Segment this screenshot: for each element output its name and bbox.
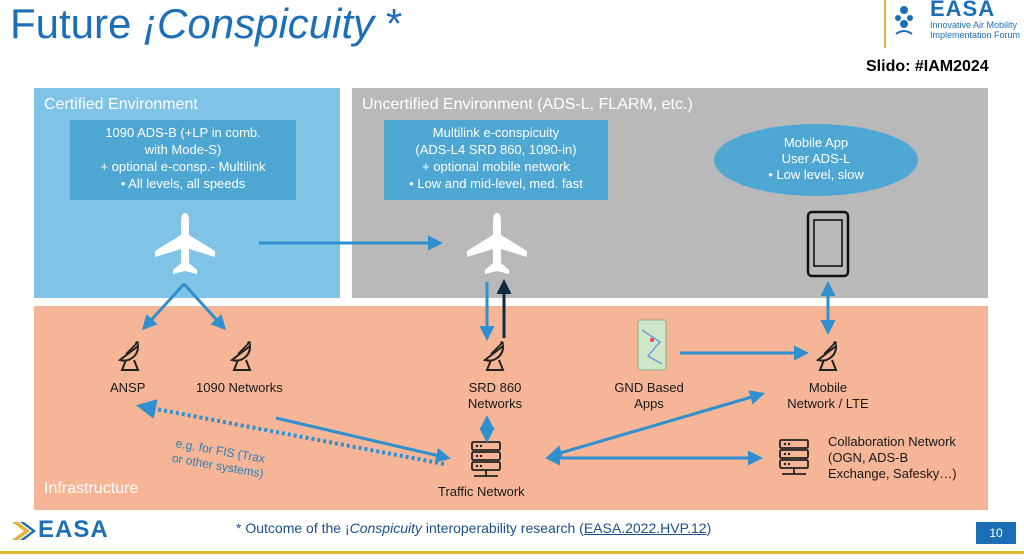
page-number: 10 <box>976 522 1016 544</box>
arrow-plane-to-ansp <box>141 282 186 331</box>
uncertified-info-line: • Low and mid-level, med. fast <box>409 176 583 191</box>
certified-info-line: with Mode-S) <box>144 142 222 157</box>
mobile-network-label-line: Network / LTE <box>787 396 869 411</box>
airplane-uncertified-icon <box>467 213 527 274</box>
map-app-icon <box>637 319 667 371</box>
gnd-apps-label: GND Based Apps <box>608 380 690 412</box>
mobile-app-ellipse: Mobile App User ADS-L • Low level, slow <box>714 124 918 196</box>
mobile-dish-icon <box>817 340 838 371</box>
mobile-network-label-line: Mobile <box>808 380 848 395</box>
easa-seal-icon <box>895 6 913 35</box>
traffic-network-server-icon <box>471 441 501 477</box>
footnote-middle: interoperability research ( <box>421 520 584 536</box>
collab-label-line: Collaboration Network <box>828 434 956 449</box>
footer-easa-logo: EASA <box>10 516 120 546</box>
net1090-dish-icon <box>231 340 252 371</box>
uncertified-info-box: Multilink e-conspicuity (ADS-L4 SRD 860,… <box>384 120 608 200</box>
mobile-network-label: Mobile Network / LTE <box>778 380 878 412</box>
logo-subtitle-line1: Innovative Air Mobility <box>930 20 1018 30</box>
uncertified-zone-label: Uncertified Environment (ADS-L, FLARM, e… <box>362 96 693 113</box>
bottom-rule <box>0 551 1024 554</box>
footnote-emphasis: Conspicuity <box>349 520 422 536</box>
footnote-link[interactable]: EASA.2022.HVP.12 <box>583 520 707 536</box>
footnote-suffix: ) <box>706 520 712 536</box>
srd860-label-line: SRD 860 <box>468 380 522 395</box>
collab-label-line: Exchange, Safesky…) <box>828 466 957 481</box>
collaboration-server-icon <box>779 439 809 475</box>
certified-info-box: 1090 ADS-B (+LP in comb. with Mode-S) + … <box>70 120 296 200</box>
gnd-apps-label-line: GND Based <box>614 380 684 395</box>
infrastructure-zone-label: Infrastructure <box>44 480 139 497</box>
page-title: Future ¡Conspicuity * <box>10 0 402 48</box>
airplane-certified-icon <box>155 213 215 274</box>
forum-logo: EASA Innovative Air Mobility Implementat… <box>884 0 1024 48</box>
ansp-label: ANSP <box>110 380 146 395</box>
gnd-apps-label-line: Apps <box>634 396 664 411</box>
srd860-label-line: Networks <box>467 396 523 411</box>
arrow-1090-to-traffic <box>275 416 451 463</box>
slido-tag: Slido: #IAM2024 <box>866 58 989 75</box>
mobile-app-line: Mobile App <box>783 135 849 150</box>
uncertified-info-line: (ADS-L4 SRD 860, 1090-in) <box>415 142 577 157</box>
uncertified-info-line: Multilink e-conspicuity <box>432 125 560 140</box>
certified-info-line: + optional e-consp.- Multilink <box>100 159 266 174</box>
uncertified-zone: Uncertified Environment (ADS-L, FLARM, e… <box>352 88 988 298</box>
certified-info-line: • All levels, all speeds <box>120 176 246 191</box>
arrow-traffic-mobile <box>547 390 765 460</box>
net1090-label: 1090 Networks <box>196 380 283 395</box>
logo-subtitle: Innovative Air Mobility Implementation F… <box>930 20 1020 40</box>
srd860-label: SRD 860 Networks <box>462 380 528 412</box>
footer-logo-text: EASA <box>38 516 109 543</box>
footnote: * Outcome of the ¡Conspicuity interopera… <box>236 520 711 536</box>
certified-info-line: 1090 ADS-B (+LP in comb. <box>105 125 261 140</box>
arrow-plane-to-1090 <box>182 282 227 331</box>
ansp-dish-icon <box>119 340 140 371</box>
easa-chevron-icon <box>12 522 36 540</box>
logo-name: EASA <box>930 0 996 21</box>
certified-zone-label: Certified Environment <box>44 96 198 113</box>
smartphone-icon <box>806 210 850 278</box>
uncertified-info-line: + optional mobile network <box>422 159 570 174</box>
mobile-app-line: • Low level, slow <box>768 167 864 182</box>
collaboration-network-label: Collaboration Network (OGN, ADS-B Exchan… <box>828 434 957 482</box>
mobile-app-line: User ADS-L <box>781 151 851 166</box>
title-star: * <box>374 0 403 47</box>
logo-subtitle-line2: Implementation Forum <box>930 30 1021 40</box>
title-emphasis: ¡Conspicuity <box>143 0 375 47</box>
title-main: Future <box>10 0 144 47</box>
infrastructure-zone: Infrastructure <box>34 306 988 510</box>
srd860-dish-icon <box>484 340 505 371</box>
footnote-prefix: * Outcome of the ¡ <box>236 520 350 536</box>
collab-label-line: (OGN, ADS-B <box>828 450 909 465</box>
traffic-network-label: Traffic Network <box>438 484 525 499</box>
